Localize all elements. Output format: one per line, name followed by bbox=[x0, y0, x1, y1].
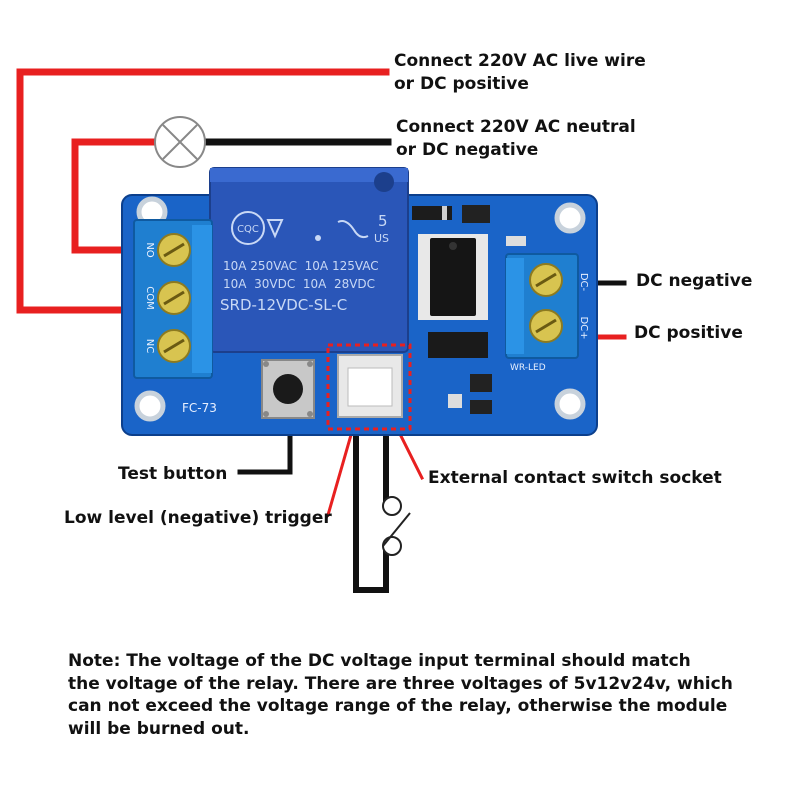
label-external-socket: External contact switch socket bbox=[428, 468, 722, 488]
relay-us: US bbox=[374, 232, 389, 245]
relay-brand: CQC bbox=[237, 224, 259, 235]
label-test-button: Test button bbox=[118, 464, 228, 484]
mounting-holes bbox=[134, 196, 586, 422]
transistor bbox=[462, 205, 490, 223]
label-low-level-trigger: Low level (negative) trigger bbox=[64, 508, 332, 528]
terminal-label-com: COM bbox=[144, 286, 155, 309]
relay-model: SRD-12VDC-SL-C bbox=[220, 296, 347, 314]
led-label: WR-LED bbox=[510, 363, 546, 373]
terminal-label-nc: NC bbox=[144, 339, 155, 353]
relay: CQC 5 US 10A 250VAC 10A 125VAC 10A 30VDC… bbox=[209, 167, 409, 353]
label-ac-live-line2: or DC positive bbox=[394, 74, 529, 94]
relay-spec-2: 10A 30VDC 10A 28VDC bbox=[223, 277, 375, 291]
label-ac-live: Connect 220V AC live wire or DC positive bbox=[394, 50, 646, 96]
note-line-4: will be burned out. bbox=[68, 718, 250, 739]
label-ac-neutral-line2: or DC negative bbox=[396, 140, 539, 160]
wires bbox=[16, 68, 627, 593]
lamp-to-no-wire bbox=[71, 138, 159, 254]
terminal-label-dc-negative: DC- bbox=[578, 273, 589, 292]
ic-chip bbox=[418, 234, 488, 320]
relay-spec-1: 10A 250VAC 10A 125VAC bbox=[223, 259, 379, 273]
note-line-1: Note: The voltage of the DC voltage inpu… bbox=[68, 651, 691, 671]
label-ac-live-line1: Connect 220V AC live wire bbox=[394, 51, 646, 71]
board-id: FC-73 bbox=[182, 401, 217, 415]
note-line-2: the voltage of the relay. There are thre… bbox=[68, 673, 733, 694]
switch-wire-left bbox=[353, 427, 389, 593]
terminal-screw-com bbox=[157, 281, 191, 315]
label-ac-neutral-line1: Connect 220V AC neutral bbox=[396, 117, 636, 137]
lamp-icon bbox=[154, 116, 206, 168]
label-dc-positive: DC positive bbox=[634, 323, 743, 343]
terminal-label-dc-positive: DC+ bbox=[578, 316, 589, 339]
smd-chip bbox=[428, 332, 488, 358]
terminal-screw-dc-positive bbox=[529, 309, 563, 343]
test-button-wire bbox=[237, 423, 293, 475]
terminal-block-right: DC- DC+ bbox=[505, 253, 589, 359]
terminal-screw-no bbox=[157, 233, 191, 267]
voltage-note: Note: The voltage of the DC voltage inpu… bbox=[68, 650, 768, 740]
terminal-screw-dc-negative bbox=[529, 263, 563, 297]
terminal-block-left: NO COM NC bbox=[133, 219, 213, 379]
label-dc-negative: DC negative bbox=[636, 271, 753, 291]
contact-switch-icon bbox=[382, 496, 411, 556]
terminal-screw-nc bbox=[157, 329, 191, 363]
trigger-pointer bbox=[326, 426, 355, 517]
note-line-3: can not exceed the voltage range of the … bbox=[68, 696, 728, 716]
test-button bbox=[261, 359, 315, 419]
relay-mark: 5 bbox=[378, 212, 388, 230]
terminal-label-no: NO bbox=[144, 242, 155, 257]
live-wire bbox=[16, 68, 390, 314]
external-socket bbox=[326, 343, 412, 431]
relay-module-board: CQC 5 US 10A 250VAC 10A 125VAC 10A 30VDC… bbox=[121, 167, 598, 436]
label-ac-neutral: Connect 220V AC neutral or DC negative bbox=[396, 116, 636, 162]
